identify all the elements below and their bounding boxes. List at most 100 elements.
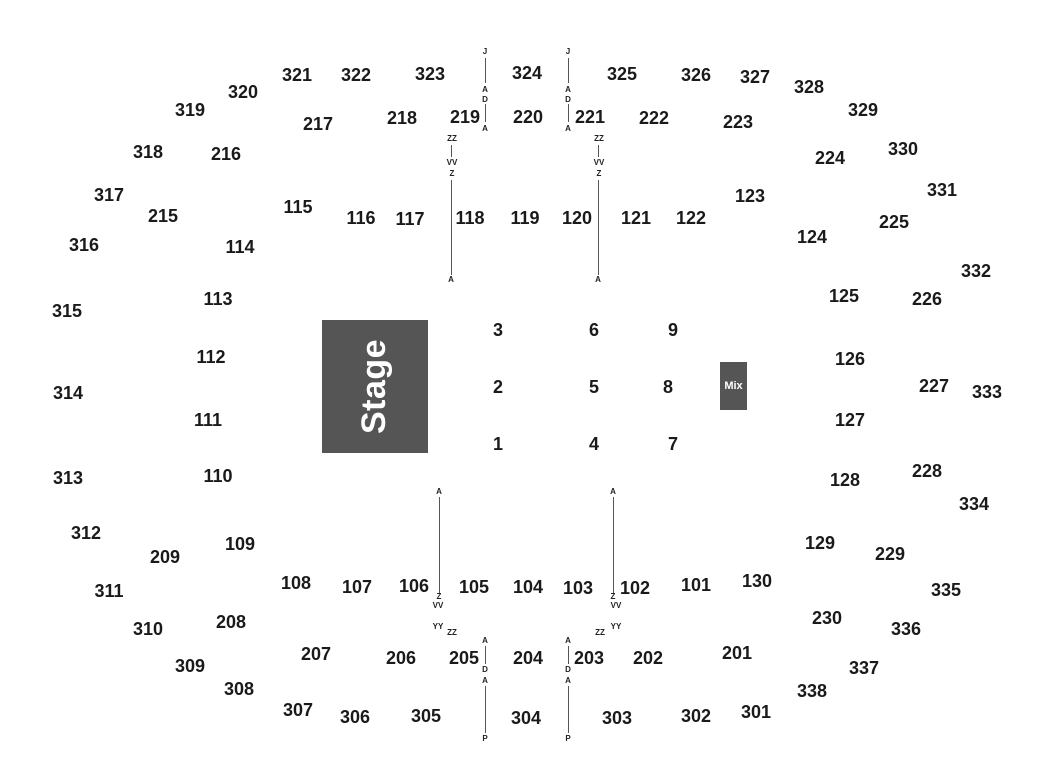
section-107[interactable]: 107 [341, 577, 373, 597]
section-228[interactable]: 228 [911, 461, 943, 481]
section-312[interactable]: 312 [70, 523, 102, 543]
section-222[interactable]: 222 [638, 108, 670, 128]
section-205[interactable]: 205 [448, 648, 480, 668]
section-121[interactable]: 121 [620, 208, 652, 228]
section-221[interactable]: 221 [574, 107, 606, 127]
section-108[interactable]: 108 [280, 573, 312, 593]
section-329[interactable]: 329 [847, 100, 879, 120]
section-328[interactable]: 328 [793, 77, 825, 97]
floor-section-9[interactable]: 9 [667, 320, 679, 340]
section-215[interactable]: 215 [147, 206, 179, 226]
section-219[interactable]: 219 [449, 107, 481, 127]
section-102[interactable]: 102 [619, 578, 651, 598]
section-335[interactable]: 335 [930, 580, 962, 600]
section-337[interactable]: 337 [848, 658, 880, 678]
section-103[interactable]: 103 [562, 578, 594, 598]
section-322[interactable]: 322 [340, 65, 372, 85]
section-114[interactable]: 114 [225, 237, 255, 257]
section-316[interactable]: 316 [68, 235, 100, 255]
section-118[interactable]: 118 [455, 208, 485, 228]
section-305[interactable]: 305 [410, 706, 442, 726]
section-318[interactable]: 318 [132, 142, 164, 162]
section-203[interactable]: 203 [573, 648, 605, 668]
section-128[interactable]: 128 [829, 470, 861, 490]
section-307[interactable]: 307 [282, 700, 314, 720]
section-127[interactable]: 127 [834, 410, 866, 430]
section-331[interactable]: 331 [926, 180, 958, 200]
section-209[interactable]: 209 [149, 547, 181, 567]
section-105[interactable]: 105 [458, 577, 490, 597]
section-216[interactable]: 216 [210, 144, 242, 164]
section-323[interactable]: 323 [414, 64, 446, 84]
section-304[interactable]: 304 [510, 708, 542, 728]
section-306[interactable]: 306 [339, 707, 371, 727]
section-125[interactable]: 125 [828, 286, 860, 306]
section-333[interactable]: 333 [971, 382, 1003, 402]
section-115[interactable]: 115 [283, 197, 313, 217]
section-111[interactable]: 111 [193, 410, 223, 430]
section-227[interactable]: 227 [918, 376, 950, 396]
floor-section-2[interactable]: 2 [492, 377, 504, 397]
section-101[interactable]: 101 [680, 575, 712, 595]
floor-section-3[interactable]: 3 [492, 320, 504, 340]
section-310[interactable]: 310 [132, 619, 164, 639]
section-204[interactable]: 204 [512, 648, 544, 668]
section-319[interactable]: 319 [174, 100, 206, 120]
section-220[interactable]: 220 [512, 107, 544, 127]
section-311[interactable]: 311 [94, 581, 124, 601]
section-324[interactable]: 324 [511, 63, 543, 83]
section-122[interactable]: 122 [675, 208, 707, 228]
section-223[interactable]: 223 [722, 112, 754, 132]
section-202[interactable]: 202 [632, 648, 664, 668]
floor-section-5[interactable]: 5 [588, 377, 600, 397]
section-206[interactable]: 206 [385, 648, 417, 668]
section-313[interactable]: 313 [52, 468, 84, 488]
section-308[interactable]: 308 [223, 679, 255, 699]
section-325[interactable]: 325 [606, 64, 638, 84]
section-317[interactable]: 317 [93, 185, 125, 205]
section-126[interactable]: 126 [834, 349, 866, 369]
section-208[interactable]: 208 [215, 612, 247, 632]
section-226[interactable]: 226 [911, 289, 943, 309]
section-110[interactable]: 110 [203, 466, 233, 486]
section-314[interactable]: 314 [52, 383, 84, 403]
floor-section-6[interactable]: 6 [588, 320, 600, 340]
section-303[interactable]: 303 [601, 708, 633, 728]
section-109[interactable]: 109 [224, 534, 256, 554]
section-130[interactable]: 130 [741, 571, 773, 591]
section-119[interactable]: 119 [510, 208, 540, 228]
section-330[interactable]: 330 [887, 139, 919, 159]
floor-section-8[interactable]: 8 [662, 377, 674, 397]
section-315[interactable]: 315 [51, 301, 83, 321]
section-112[interactable]: 112 [196, 347, 226, 367]
section-217[interactable]: 217 [302, 114, 334, 134]
section-224[interactable]: 224 [814, 148, 846, 168]
section-207[interactable]: 207 [300, 644, 332, 664]
section-225[interactable]: 225 [878, 212, 910, 232]
floor-section-1[interactable]: 1 [492, 434, 504, 454]
section-336[interactable]: 336 [890, 619, 922, 639]
section-302[interactable]: 302 [680, 706, 712, 726]
section-326[interactable]: 326 [680, 65, 712, 85]
section-120[interactable]: 120 [561, 208, 593, 228]
section-229[interactable]: 229 [874, 544, 906, 564]
section-321[interactable]: 321 [281, 65, 313, 85]
section-123[interactable]: 123 [734, 186, 766, 206]
section-327[interactable]: 327 [739, 67, 771, 87]
section-113[interactable]: 113 [203, 289, 233, 309]
section-201[interactable]: 201 [721, 643, 753, 663]
section-106[interactable]: 106 [398, 576, 430, 596]
section-218[interactable]: 218 [386, 108, 418, 128]
section-116[interactable]: 116 [346, 208, 376, 228]
section-338[interactable]: 338 [796, 681, 828, 701]
section-301[interactable]: 301 [740, 702, 772, 722]
floor-section-4[interactable]: 4 [588, 434, 600, 454]
floor-section-7[interactable]: 7 [667, 434, 679, 454]
section-332[interactable]: 332 [960, 261, 992, 281]
section-230[interactable]: 230 [811, 608, 843, 628]
section-117[interactable]: 117 [395, 209, 425, 229]
section-334[interactable]: 334 [958, 494, 990, 514]
section-309[interactable]: 309 [174, 656, 206, 676]
section-129[interactable]: 129 [804, 533, 836, 553]
section-124[interactable]: 124 [796, 227, 828, 247]
